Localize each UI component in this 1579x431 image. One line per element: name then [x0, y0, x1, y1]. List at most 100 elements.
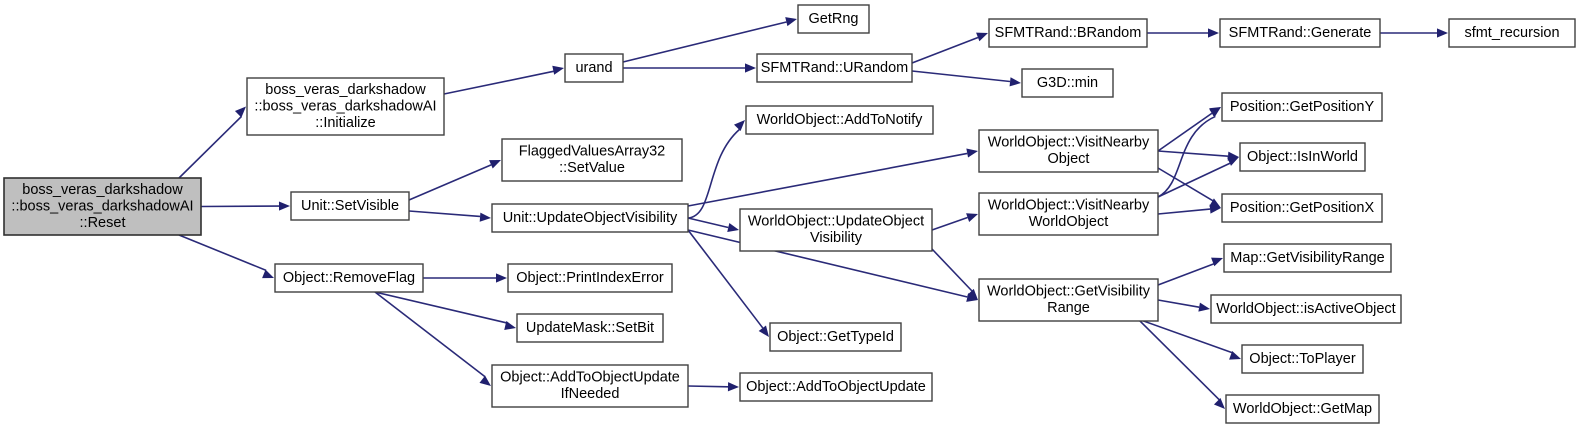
edge-arrowhead	[489, 160, 501, 169]
graph-node-urand[interactable]: urand	[564, 53, 624, 83]
node-box[interactable]	[1223, 243, 1392, 273]
edge-arrowhead	[1209, 107, 1221, 117]
node-box[interactable]	[769, 322, 902, 352]
node-box[interactable]	[246, 77, 445, 136]
call-edge	[1157, 204, 1221, 215]
graph-node-sfmtrecursion[interactable]: sfmt_recursion	[1448, 18, 1576, 48]
node-box[interactable]	[507, 263, 673, 293]
node-box[interactable]	[491, 364, 689, 408]
node-box[interactable]	[1221, 193, 1383, 223]
node-box[interactable]	[1021, 68, 1114, 98]
edge-line	[178, 115, 242, 179]
node-label-line: sfmt_recursion	[1464, 25, 1559, 41]
node-box[interactable]	[988, 18, 1148, 48]
call-edge	[1157, 299, 1210, 312]
call-edge	[687, 120, 745, 219]
node-box[interactable]	[564, 53, 624, 83]
graph-node-mapgetvisrange[interactable]: Map::GetVisibilityRange	[1223, 243, 1392, 273]
graph-node-g3dmin[interactable]: G3D::min	[1021, 68, 1114, 98]
edge-line	[1157, 263, 1215, 286]
graph-node-printindexerror[interactable]: Object::PrintIndexError	[507, 263, 673, 293]
graph-node-urandom[interactable]: SFMTRand::URandom	[756, 53, 913, 83]
graph-node-generate[interactable]: SFMTRand::Generate	[1219, 18, 1381, 48]
graph-node-toplayer[interactable]: Object::ToPlayer	[1241, 344, 1364, 374]
node-box[interactable]	[739, 208, 933, 252]
graph-node-initialize[interactable]: boss_veras_darkshadow::boss_veras_darksh…	[246, 77, 445, 136]
node-label-line: WorldObject::AddToNotify	[757, 112, 923, 128]
node-box[interactable]	[501, 138, 683, 182]
edge-arrowhead	[1213, 397, 1225, 409]
graph-node-reset[interactable]: boss_veras_darkshadow::boss_veras_darksh…	[3, 177, 202, 236]
edge-line	[374, 291, 507, 324]
node-box[interactable]	[978, 129, 1159, 173]
node-label-line: SFMTRand::Generate	[1229, 25, 1372, 41]
graph-node-getpositiony[interactable]: Position::GetPositionY	[1221, 92, 1383, 122]
edge-arrowhead	[479, 212, 491, 222]
graph-node-unitupdateobjvis[interactable]: Unit::UpdateObjectVisibility	[491, 203, 689, 233]
graph-node-flaggedsetvalue[interactable]: FlaggedValuesArray32::SetValue	[501, 138, 683, 182]
edge-line	[1157, 299, 1200, 308]
node-box[interactable]	[290, 191, 410, 221]
call-edge	[408, 160, 501, 201]
node-label-line: ::Reset	[80, 215, 126, 231]
graph-node-updatemasksetbit[interactable]: UpdateMask::SetBit	[516, 313, 664, 343]
node-box[interactable]	[1448, 18, 1576, 48]
node-box[interactable]	[1241, 344, 1364, 374]
node-box[interactable]	[491, 203, 689, 233]
edge-line	[1137, 318, 1220, 401]
node-box[interactable]	[3, 177, 202, 236]
call-edge	[931, 213, 978, 231]
graph-node-isactiveobject[interactable]: WorldObject::isActiveObject	[1210, 294, 1402, 324]
node-label-line: UpdateMask::SetBit	[526, 320, 654, 336]
graph-node-getrng[interactable]: GetRng	[797, 4, 870, 34]
graph-node-isinworld[interactable]: Object::IsInWorld	[1239, 142, 1366, 172]
node-box[interactable]	[1219, 18, 1381, 48]
node-box[interactable]	[978, 192, 1159, 236]
graph-node-setvisible[interactable]: Unit::SetVisible	[290, 191, 410, 221]
graph-node-wogetmap[interactable]: WorldObject::GetMap	[1225, 394, 1380, 424]
edge-arrowhead	[966, 213, 978, 222]
edge-arrowhead	[785, 17, 797, 27]
edge-line	[408, 164, 492, 201]
node-box[interactable]	[797, 4, 870, 34]
graph-node-brandom[interactable]: SFMTRand::BRandom	[988, 18, 1148, 48]
node-box[interactable]	[516, 313, 664, 343]
graph-node-addtonotify[interactable]: WorldObject::AddToNotify	[745, 105, 934, 135]
graph-node-gettypeid[interactable]: Object::GetTypeId	[769, 322, 902, 352]
edge-arrowhead	[262, 269, 274, 279]
node-box[interactable]	[1239, 142, 1366, 172]
graph-node-getpositionx[interactable]: Position::GetPositionX	[1221, 193, 1383, 223]
edge-line	[622, 21, 787, 63]
edge-arrowhead	[1227, 157, 1239, 166]
edge-arrowhead	[504, 321, 516, 330]
node-label-line: Object::RemoveFlag	[283, 270, 415, 286]
edge-arrowhead	[552, 65, 564, 75]
edge-line	[687, 229, 968, 298]
edge-line	[178, 234, 267, 272]
node-box[interactable]	[745, 105, 934, 135]
node-box[interactable]	[274, 263, 424, 293]
node-box[interactable]	[1210, 294, 1402, 324]
graph-node-addtoobjectupdate[interactable]: Object::AddToObjectUpdate	[739, 372, 933, 402]
edge-arrowhead	[278, 201, 290, 211]
node-box[interactable]	[756, 53, 913, 83]
node-box[interactable]	[978, 278, 1159, 322]
graph-node-wogetvisrange[interactable]: WorldObject::GetVisibilityRange	[978, 278, 1159, 322]
node-box[interactable]	[1225, 394, 1380, 424]
graph-node-woupdateobjvis[interactable]: WorldObject::UpdateObjectVisibility	[739, 208, 933, 252]
edge-arrowhead	[1209, 204, 1221, 214]
node-label-line: ::boss_veras_darkshadowAI	[254, 98, 436, 114]
call-edge	[178, 234, 274, 279]
edge-line	[1157, 162, 1231, 198]
edge-line	[687, 229, 764, 329]
node-box[interactable]	[739, 372, 933, 402]
node-label-line: Object::ToPlayer	[1249, 351, 1356, 367]
edge-arrowhead	[727, 382, 739, 392]
graph-node-removeflag[interactable]: Object::RemoveFlag	[274, 263, 424, 293]
node-label-line: WorldObject::GetVisibility	[987, 284, 1151, 300]
edge-line	[1157, 115, 1216, 198]
node-box[interactable]	[1221, 92, 1383, 122]
